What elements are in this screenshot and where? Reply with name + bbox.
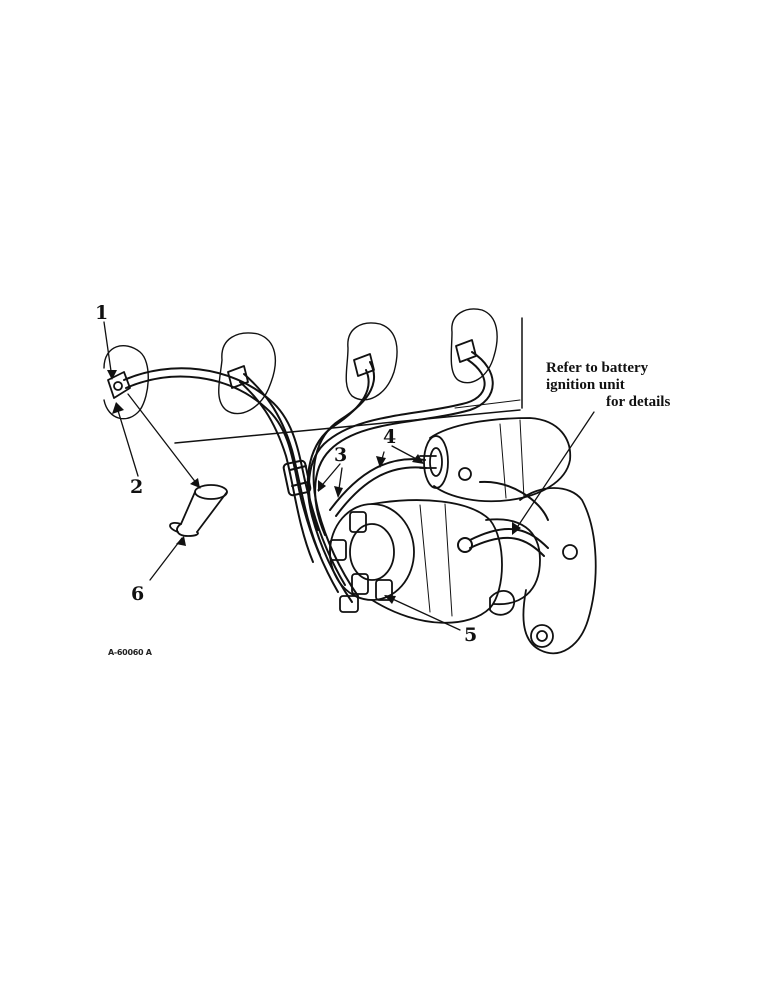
callout-2: 2 (130, 476, 144, 498)
callout-6: 6 (131, 583, 145, 605)
leader-6 (149, 537, 183, 581)
callout-3: 3 (334, 444, 348, 466)
callout-1: 1 (95, 302, 109, 324)
leader-1 (103, 321, 113, 379)
leader-5 (385, 595, 461, 631)
spark-plug-bosses (103, 308, 498, 420)
reference-note-line-1: Refer to battery (546, 360, 649, 376)
callout-5: 5 (464, 624, 478, 646)
engine-block-outline (174, 317, 523, 444)
leader-2b (127, 393, 201, 489)
reference-note-line-2: ignition unit (546, 377, 625, 393)
mounting-flange (489, 487, 597, 655)
figure-id: A-60060 A (108, 648, 152, 657)
callout-4: 4 (383, 426, 397, 448)
leader-note (513, 411, 595, 533)
distributor (329, 499, 541, 624)
spark-plug-cover (169, 484, 228, 537)
reference-note: Refer to battery ignition unit for detai… (546, 360, 670, 411)
arrowheads (107, 370, 521, 604)
reference-note-line-3: for details (606, 394, 671, 410)
wire-loom-clip (282, 459, 312, 497)
ignition-leads (123, 351, 494, 603)
leader-2 (115, 403, 139, 477)
